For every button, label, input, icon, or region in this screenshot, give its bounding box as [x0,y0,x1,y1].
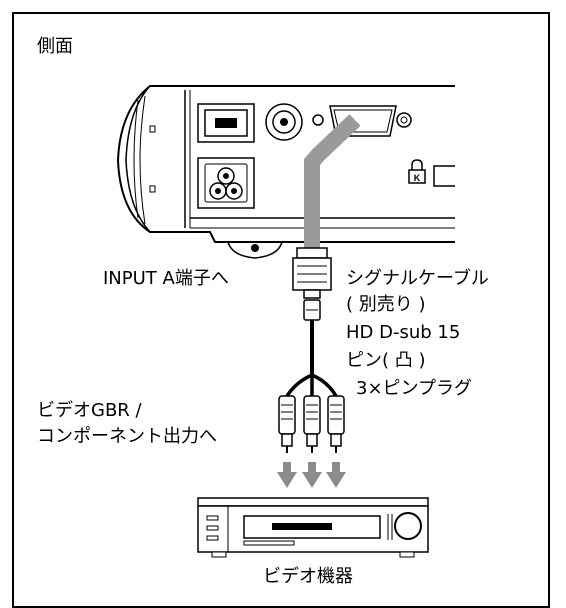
rca-split [285,373,338,397]
signal-cable-label-1: シグナルケーブル [346,268,489,289]
svg-text:K: K [414,173,421,183]
video-output-label-2: コンポーネント出力へ [37,426,217,447]
power-socket-icon [197,157,255,209]
video-device-label: ビデオ機器 [263,566,353,587]
signal-cable-label-2: ( 別売り ) [346,294,426,315]
signal-cable-gray [304,114,361,248]
input-a-label: INPUT A端子へ [103,268,229,289]
rca-plugs [278,395,345,453]
projector [116,85,455,259]
connection-arrows [277,462,346,488]
signal-cable-label-3: HD D-sub 15 [346,322,461,343]
lock-icon: K [408,159,455,187]
frame-title: 側面 [37,36,73,57]
rca-plug-3 [327,395,345,453]
arrow-down-icon [277,462,297,488]
rca-plug-2 [303,395,321,453]
video-output-label-1: ビデオGBR / [37,400,142,421]
rca-plug-1 [278,395,296,453]
dsub-connector [292,247,332,321]
usb-port-icon [197,103,255,143]
vga-port-icon [312,105,412,137]
arrow-down-icon [326,462,346,488]
video-deck [197,497,429,558]
arrow-down-icon [302,462,322,488]
rca-jack-icon [265,103,303,141]
signal-cable-label-5: 3×ピンプラグ [356,378,472,399]
signal-cable-label-4: ピン( 凸 ) [346,350,426,371]
